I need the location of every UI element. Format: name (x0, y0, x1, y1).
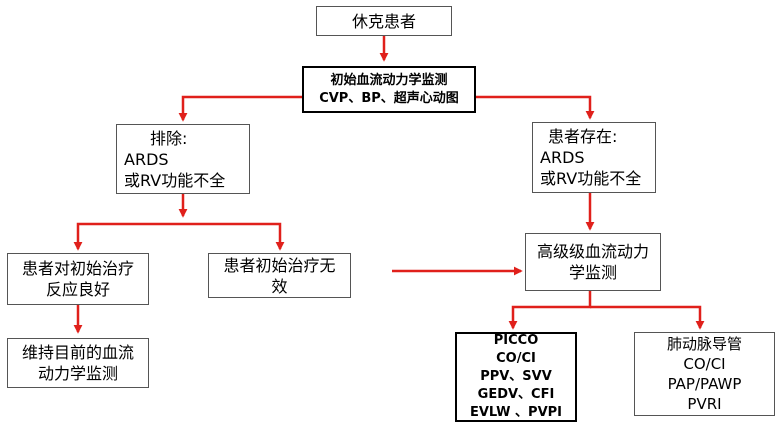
node-picco-line-4: GEDV、CFI (477, 387, 555, 402)
node-excluded-line-1: 排除: (150, 128, 188, 148)
node-pa-catheter-line-1: 肺动脉导管 (666, 335, 742, 353)
node-initial-monitoring-line-2: CVP、BP、超声心动图 (319, 90, 459, 106)
arrow-split-to-good-response (73, 222, 183, 251)
node-initial-monitoring-line-1: 初始血流动力学监测 (330, 72, 448, 88)
node-initial-monitoring: 初始血流动力学监测 CVP、BP、超声心动图 (302, 66, 476, 113)
node-present-line-3: 或RV功能不全 (540, 169, 642, 188)
node-excluded: 排除: ARDS 或RV功能不全 (116, 124, 250, 194)
node-picco-line-2: CO/CI (496, 351, 536, 366)
node-present-line-1: 患者存在: (548, 127, 618, 146)
node-maintain: 维持目前的血流 动力学监测 (7, 338, 149, 388)
node-shock-patient: 休克患者 (316, 6, 452, 36)
node-good-response-line-2: 反应良好 (45, 280, 110, 299)
node-shock-patient-line-1: 休克患者 (351, 11, 416, 31)
node-picco-line-5: EVLW 、PVPI (469, 405, 563, 420)
node-good-response: 患者对初始治疗 反应良好 (7, 253, 149, 305)
node-no-response-line-1: 患者初始治疗无 (223, 255, 336, 275)
node-no-response: 患者初始治疗无 效 (208, 253, 351, 298)
node-excluded-line-3: 或RV功能不全 (124, 170, 226, 190)
arrow-split-to-no-response (183, 222, 285, 251)
arrow-initial-to-excluded (178, 95, 302, 122)
node-advanced-line-2: 学监测 (568, 263, 617, 282)
node-good-response-line-1: 患者对初始治疗 (21, 259, 134, 278)
arrow-advanced-to-pa-catheter (590, 305, 705, 330)
node-present-line-2: ARDS (540, 148, 585, 167)
node-maintain-line-1: 维持目前的血流 (21, 343, 134, 362)
node-advanced-line-1: 高级级血流动力 (536, 242, 649, 261)
node-no-response-line-2: 效 (271, 276, 288, 296)
node-excluded-line-2: ARDS (124, 149, 169, 169)
node-present: 患者存在: ARDS 或RV功能不全 (532, 122, 656, 193)
node-pa-catheter-line-4: PVRI (687, 395, 722, 413)
node-pa-catheter: 肺动脉导管 CO/CI PAP/PAWP PVRI (634, 332, 775, 416)
node-pa-catheter-line-3: PAP/PAWP (667, 375, 742, 393)
node-picco-line-1: PICCO (493, 333, 539, 348)
node-picco-line-3: PPV、SVV (480, 369, 552, 384)
node-picco: PICCO CO/CI PPV、SVV GEDV、CFI EVLW 、PVPI (455, 332, 577, 422)
arrow-advanced-to-picco (508, 291, 592, 330)
node-pa-catheter-line-2: CO/CI (683, 355, 726, 373)
arrow-initial-to-present (476, 95, 595, 120)
node-maintain-line-2: 动力学监测 (37, 364, 118, 383)
node-advanced: 高级级血流动力 学监测 (525, 233, 661, 291)
